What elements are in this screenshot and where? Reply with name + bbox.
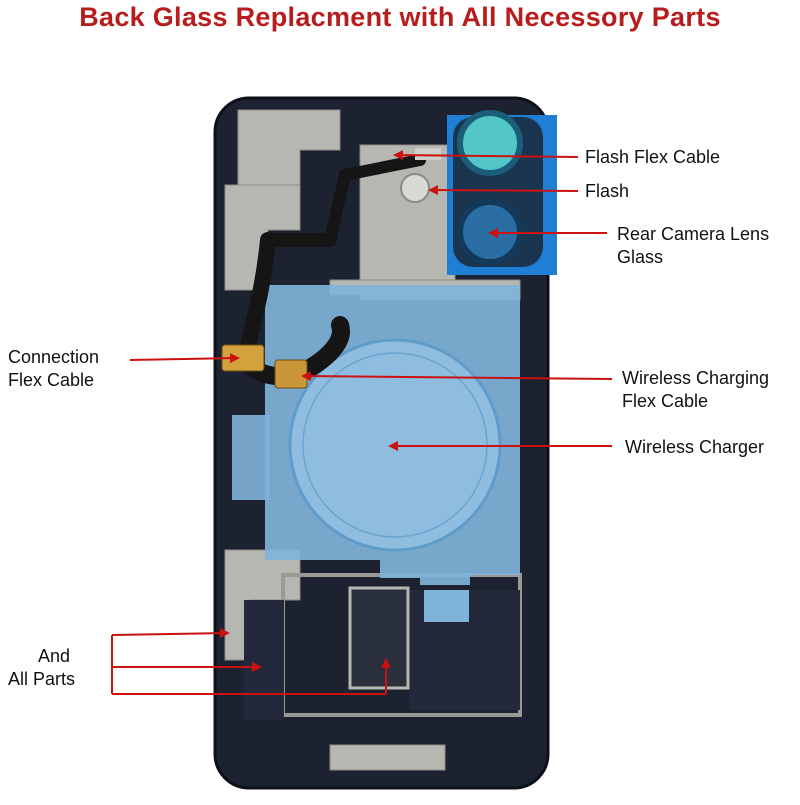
label-flash: Flash <box>585 181 630 201</box>
label-all-parts: All Parts <box>8 669 76 689</box>
label-wireless-charging-flex-1: Wireless Charging <box>622 368 770 388</box>
camera-lens-top <box>457 110 523 176</box>
sim-clip <box>348 586 410 690</box>
flash-unit <box>400 173 430 203</box>
label-wireless-charger: Wireless Charger <box>625 437 765 457</box>
label-connection-flex-2: Flex Cable <box>8 370 95 390</box>
label-flash-flex-cable: Flash Flex Cable <box>585 147 721 167</box>
coil-left-tab <box>232 415 270 500</box>
dark-shield-lower-left <box>244 600 284 720</box>
label-rear-camera-lens-1: Rear Camera Lens <box>617 224 770 244</box>
flash-flex-cable-mark <box>415 148 441 160</box>
label-wireless-charging-flex-2: Flex Cable <box>622 391 709 411</box>
label-sticker <box>424 590 469 622</box>
callout-arrows <box>111 150 613 695</box>
label-rear-camera-lens-2: Glass <box>617 247 664 267</box>
flex-cables <box>236 154 426 386</box>
label-and: And <box>38 646 71 666</box>
page-title: Back Glass Replacment with All Necessory… <box>79 2 721 32</box>
wireless-flex-connector <box>274 359 308 389</box>
label-connection-flex-1: Connection <box>8 347 100 367</box>
